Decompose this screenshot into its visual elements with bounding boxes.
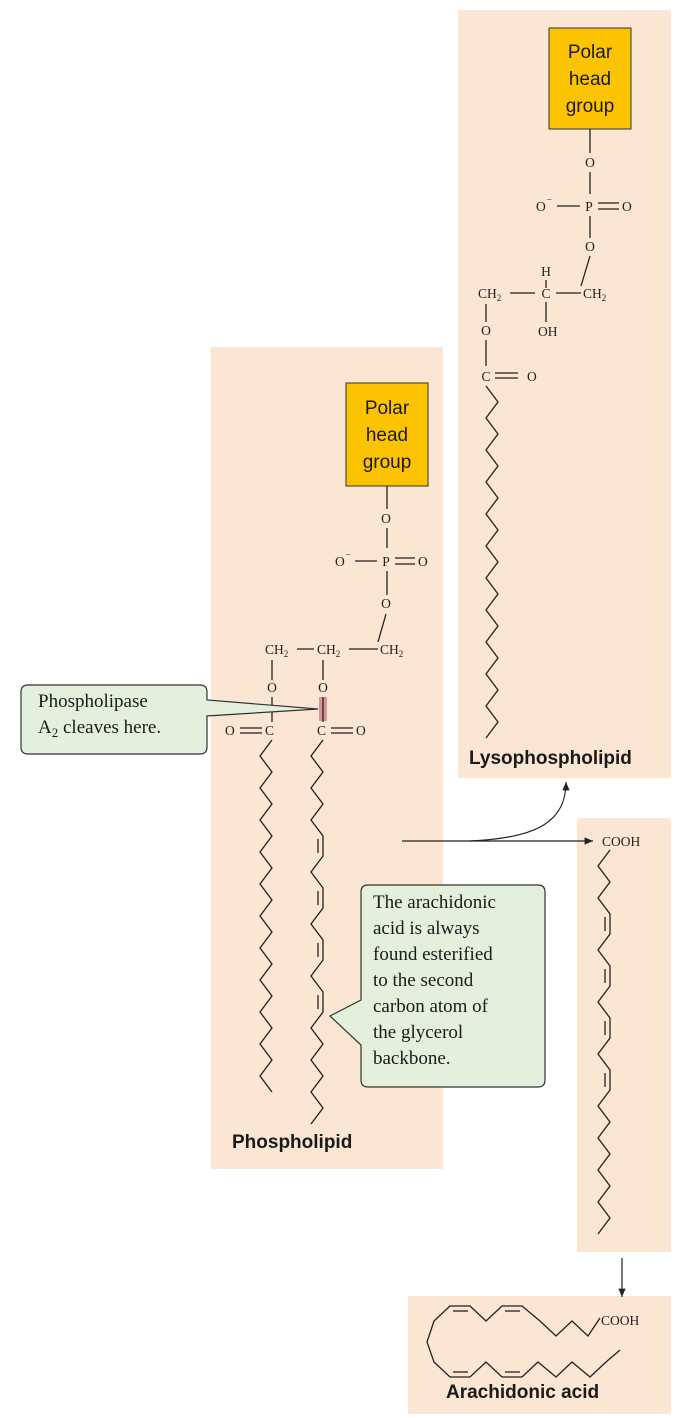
- atom-c: C: [317, 723, 326, 738]
- arachidonic-note-line: carbon atom of: [373, 996, 489, 1017]
- polar-head-line1: Polar: [365, 398, 410, 419]
- polar-head-group-box: [345, 382, 429, 487]
- charge-minus: –: [345, 549, 351, 559]
- polar-head-group-box: [548, 27, 632, 130]
- lysophospholipid-panel: [458, 10, 671, 778]
- arachidonic-note-line: to the second: [373, 970, 474, 991]
- atom-ch2: CH2: [478, 286, 501, 303]
- atom-o: O: [527, 369, 537, 384]
- atom-o: O: [381, 596, 391, 611]
- polar-head-line3: group: [566, 96, 615, 117]
- phospholipid-structure: Polar head group O O – P O O CH2 CH2 CH2…: [225, 382, 429, 1153]
- polar-head-line2: head: [366, 425, 408, 446]
- phospholipid-label: Phospholipid: [232, 1132, 352, 1153]
- lysophospholipid-label: Lysophospholipid: [469, 748, 632, 769]
- atom-p: P: [585, 199, 593, 214]
- atom-o-minus: O: [536, 199, 546, 214]
- atom-o: O: [381, 511, 391, 526]
- atom-ch2: CH2: [380, 642, 403, 659]
- polar-head-line3: group: [363, 452, 412, 473]
- phospholipase-callout: Phospholipase A2 cleaves here.: [20, 684, 319, 755]
- atom-o-minus: O: [335, 554, 345, 569]
- polar-head-line2: head: [569, 69, 611, 90]
- arachidonoyl-chain: [310, 739, 324, 1125]
- arachidonic-chain-panel: [577, 818, 671, 1252]
- cooh-label: COOH: [602, 834, 641, 849]
- arachidonic-acid-label: Arachidonic acid: [446, 1382, 599, 1403]
- phospholipase-callout-line2: A2 cleaves here.: [38, 717, 161, 740]
- atom-o: O: [585, 239, 595, 254]
- branch-arrow: [469, 781, 570, 842]
- atom-o: O: [225, 723, 235, 738]
- arachidonic-acid-structure: COOH Arachidonic acid: [426, 1305, 640, 1403]
- charge-minus: –: [546, 194, 552, 204]
- atom-o: O: [318, 680, 328, 695]
- saturated-fatty-acid-chain: [259, 739, 273, 1093]
- arachidonic-note-line: acid is always: [373, 918, 480, 939]
- atom-oh: OH: [538, 324, 558, 339]
- atom-o: O: [622, 199, 632, 214]
- atom-o: O: [481, 323, 491, 338]
- arachidonic-note-line: backbone.: [373, 1048, 451, 1069]
- atom-ch2: CH2: [317, 642, 340, 659]
- polar-head-line1: Polar: [568, 42, 613, 63]
- arachidonic-note-line: found esterified: [373, 944, 493, 965]
- arachidonic-note-line: the glycerol: [373, 1022, 463, 1043]
- atom-ch2: CH2: [265, 642, 288, 659]
- saturated-fatty-acid-chain: [485, 385, 499, 739]
- atom-c: C: [541, 286, 550, 301]
- reaction-arrows: [402, 781, 626, 1297]
- atom-h: H: [541, 264, 551, 279]
- arachidonic-acid-panel: [408, 1296, 671, 1414]
- atom-ch2: CH2: [583, 286, 606, 303]
- free-arachidonic-acid-chain: COOH: [597, 834, 641, 1235]
- arachidonic-note-line: The arachidonic: [373, 892, 496, 913]
- atom-o: O: [267, 680, 277, 695]
- atom-c: C: [265, 723, 274, 738]
- cooh-label: COOH: [601, 1313, 640, 1328]
- phospholipase-callout-line1: Phospholipase: [38, 691, 148, 712]
- atom-c: C: [481, 369, 490, 384]
- atom-p: P: [382, 554, 390, 569]
- arachidonic-note-callout: The arachidonic acid is always found est…: [328, 884, 546, 1088]
- atom-o: O: [418, 554, 428, 569]
- lysophospholipid-structure: Polar head group O O – P O O H CH2 C CH2…: [469, 27, 632, 769]
- atom-o: O: [356, 723, 366, 738]
- atom-o: O: [585, 155, 595, 170]
